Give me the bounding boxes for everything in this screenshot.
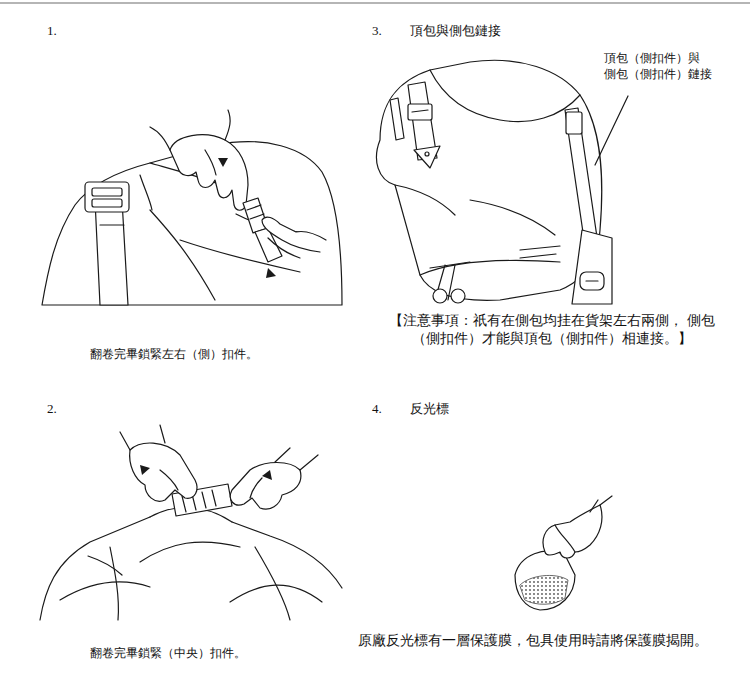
- step-caption: 翻卷完畢鎖緊左右（側）扣件。: [90, 346, 258, 362]
- bag-side-buckle-figure-part: [225, 110, 230, 140]
- top-bag-on-rack-figure-part: [376, 60, 601, 300]
- step-number: 4.: [372, 400, 382, 418]
- top-bag-on-rack-figure-part: [595, 96, 628, 165]
- reflector-figure-part: [520, 575, 568, 604]
- top-bag-on-rack-figure-part: [520, 246, 560, 258]
- bag-side-buckle-figure-part: [85, 182, 129, 212]
- step-number: 2.: [47, 400, 57, 418]
- top-bag-on-rack-figure-part: [433, 289, 447, 303]
- top-bag-on-rack-figure-part: [470, 200, 555, 235]
- bag-side-buckle-figure-part: [95, 200, 128, 305]
- top-bag-on-rack-figure-part: [425, 152, 429, 156]
- top-bag-on-rack-figure-part: [414, 146, 440, 168]
- step-caption-holder: 翻卷完畢鎖緊（中央）扣件。: [90, 645, 246, 661]
- bag-centre-buckle-figure-part: [232, 522, 342, 588]
- step-number: 3.: [372, 22, 382, 40]
- step-number-holder: 1.: [47, 22, 57, 40]
- bag-centre-buckle-figure-part: [110, 547, 118, 620]
- top-bag-on-rack-figure-part: [412, 110, 428, 112]
- bag-side-buckle-figure-part: [150, 127, 170, 150]
- bag-side-buckle-figure-part: [247, 205, 264, 219]
- reflector-figure-part: [555, 525, 575, 552]
- step-caption-holder: 翻卷完畢鎖緊左右（側）扣件。: [90, 346, 258, 362]
- step-number-holder: 3.: [372, 22, 382, 40]
- bag-side-buckle-figure-part: [92, 199, 122, 207]
- reflector-figure-part: [590, 496, 612, 512]
- bag-centre-buckle-figure-part: [60, 582, 150, 600]
- bag-side-buckle-figure-part: [140, 175, 152, 210]
- top-bag-on-rack-figure-part: [430, 70, 580, 122]
- caution-note-holder: 【注意事項：祇有在側包均挂在貨架左右兩側， 側包（側扣件）才能與頂包（側扣件）相…: [372, 312, 732, 348]
- bag-centre-buckle-figure: [40, 425, 342, 620]
- bag-centre-buckle-figure-part: [255, 547, 290, 620]
- bag-centre-buckle-figure-part: [140, 465, 150, 475]
- step-caption-holder: 原廠反光標有一層保護膜，包具使用時請將保護膜揭開。: [358, 632, 708, 651]
- step-number: 1.: [47, 22, 57, 40]
- callout-label: 頂包（側扣件）與 側包（側扣件）鏈接: [604, 50, 719, 82]
- top-bag-on-rack-figure-part: [395, 185, 455, 215]
- top-bag-on-rack-figure-part: [390, 98, 404, 140]
- bag-side-buckle-figure-part: [150, 210, 215, 300]
- bag-side-buckle-figure-part: [218, 158, 228, 167]
- reflector-figure: [515, 496, 612, 610]
- callout-label-holder: 頂包（側扣件）與 側包（側扣件）鏈接: [604, 50, 719, 82]
- bag-side-buckle-figure: [42, 110, 342, 305]
- top-rule-part: [0, 2, 750, 4]
- step-caption: 原廠反光標有一層保護膜，包具使用時請將保護膜揭開。: [358, 632, 708, 651]
- bag-side-buckle-figure-part: [268, 238, 300, 258]
- caution-note: 【注意事項：祇有在側包均挂在貨架左右兩側， 側包（側扣件）才能與頂包（側扣件）相…: [372, 312, 732, 348]
- top-bag-on-rack-figure: [376, 60, 628, 304]
- step-caption: 翻卷完畢鎖緊（中央）扣件。: [90, 645, 246, 661]
- bag-centre-buckle-figure-part: [130, 443, 197, 501]
- bag-centre-buckle-figure-part: [230, 585, 322, 602]
- step-heading-holder: 頂包與側包鏈接: [410, 22, 501, 40]
- top-bag-on-rack-figure-part: [420, 261, 560, 275]
- top-bag-on-rack-figure-part: [580, 272, 604, 290]
- top-bag-on-rack-figure-part: [566, 112, 582, 134]
- bag-side-buckle-figure-part: [92, 188, 122, 196]
- bag-centre-buckle-figure-part: [40, 517, 150, 620]
- reflector-figure-part: [543, 505, 602, 558]
- bag-side-buckle-figure-part: [100, 224, 124, 225]
- step-heading: 頂包與側包鏈接: [410, 22, 501, 40]
- bag-centre-buckle-figure-part: [160, 470, 178, 490]
- top-bag-on-rack-figure-part: [451, 289, 465, 303]
- bag-side-buckle-figure-part: [170, 135, 248, 210]
- bag-centre-buckle-figure-part: [120, 425, 165, 450]
- bag-centre-buckle-figure-part: [250, 478, 262, 498]
- top-bag-on-rack-figure-part: [408, 104, 432, 120]
- top-rule: [0, 3, 750, 4]
- bag-centre-buckle-figure-part: [140, 542, 240, 562]
- bag-centre-buckle-figure-part: [230, 463, 301, 510]
- bag-side-buckle-figure-part: [266, 268, 276, 278]
- bag-centre-buckle-figure-part: [88, 556, 122, 575]
- step-heading: 反光標: [410, 400, 449, 418]
- bag-centre-buckle-figure-part: [262, 470, 272, 480]
- reflector-figure-part: [515, 551, 575, 610]
- step-heading-holder: 反光標: [410, 400, 449, 418]
- bag-centre-buckle-figure-part: [275, 448, 318, 470]
- top-bag-on-rack-figure-part: [586, 280, 598, 281]
- step-number-holder: 2.: [47, 400, 57, 418]
- step-number-holder: 4.: [372, 400, 382, 418]
- bag-side-buckle-figure-part: [262, 217, 326, 252]
- bag-side-buckle-figure-part: [243, 198, 268, 233]
- top-bag-on-rack-figure-part: [572, 230, 612, 304]
- bag-side-buckle-figure-part: [205, 150, 216, 175]
